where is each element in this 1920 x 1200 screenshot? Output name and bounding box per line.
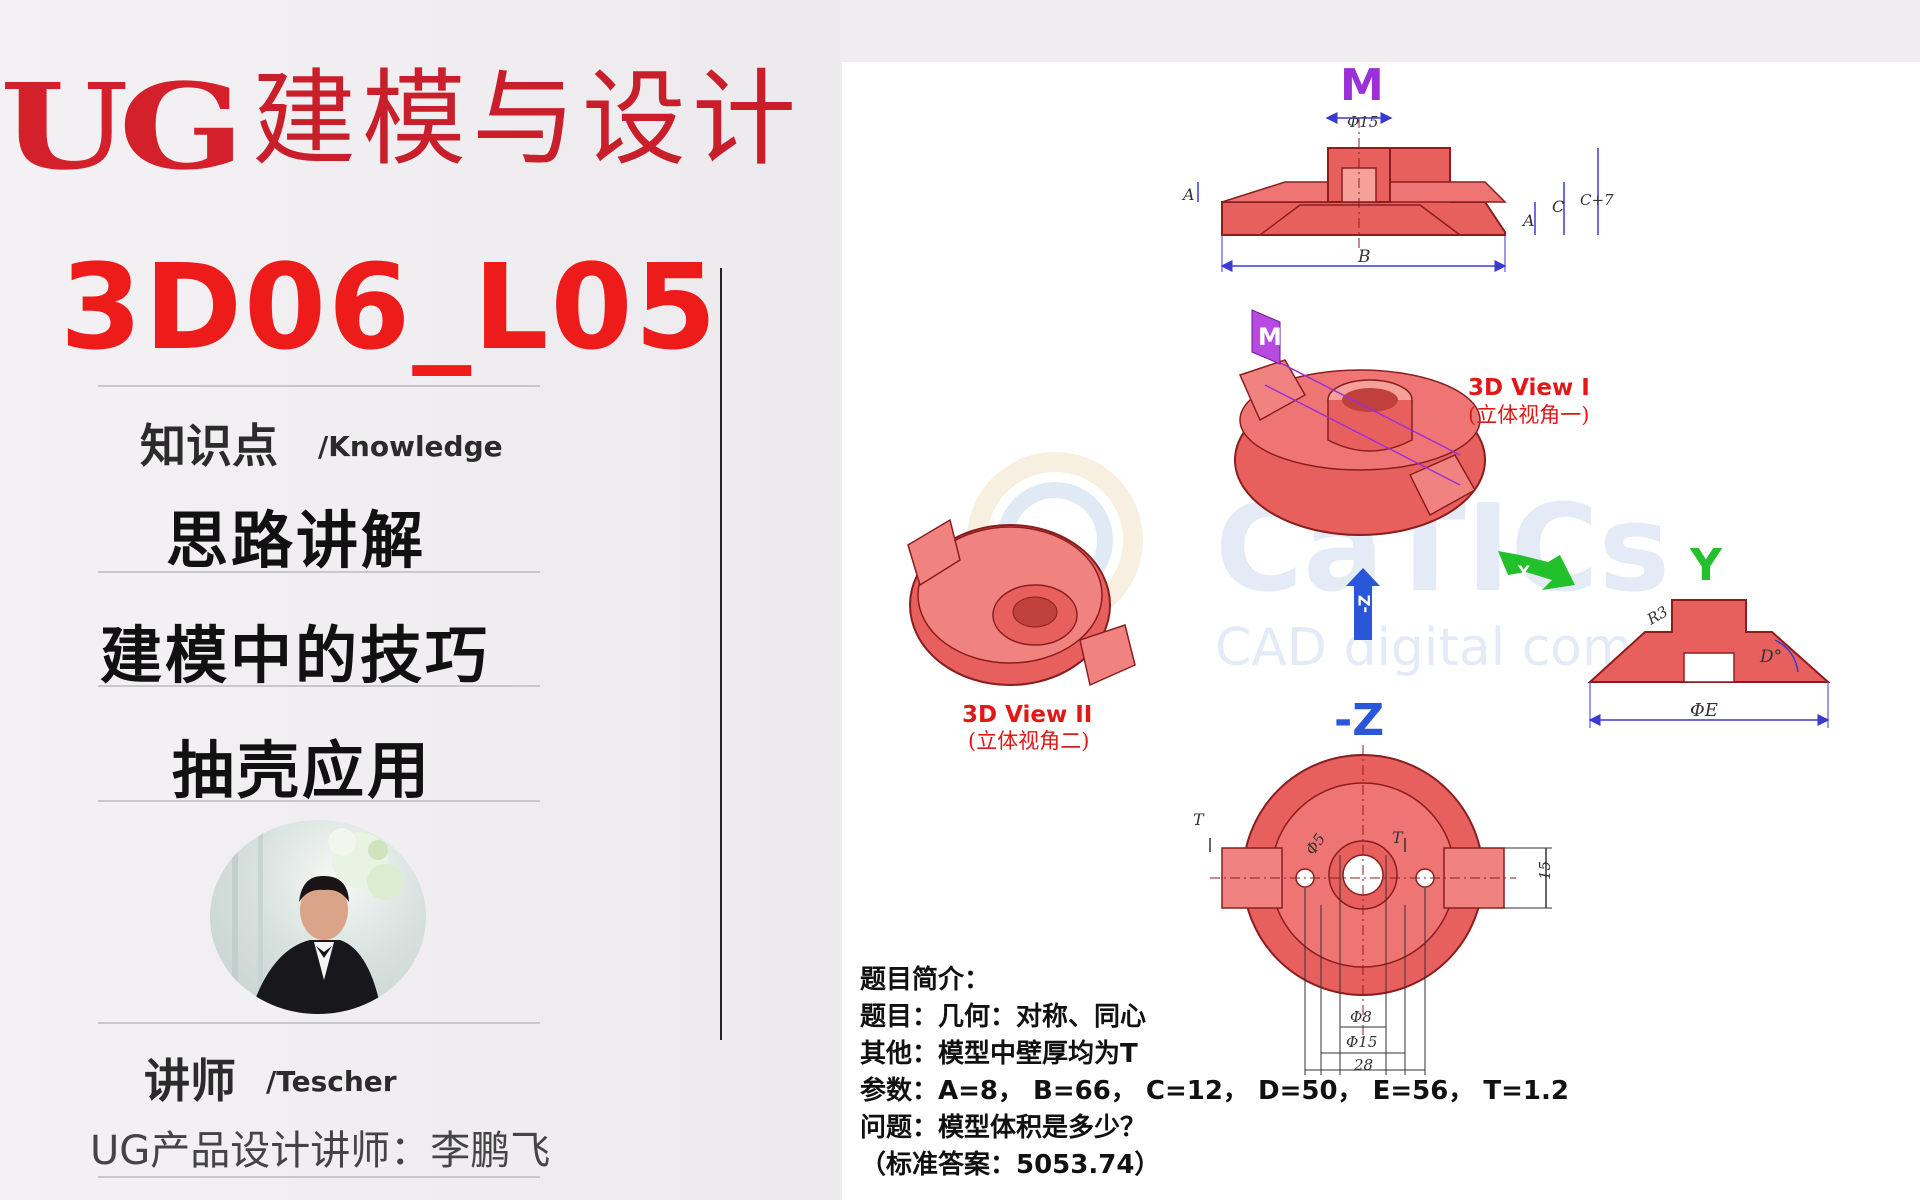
view-label-negz: -Z [1334,695,1384,746]
dim-t-left: T [1193,810,1205,829]
negz-arrow-label: -Z [1355,595,1374,613]
divider [98,685,540,687]
knowledge-label-en: /Knowledge [318,430,503,463]
y-arrow [1498,551,1575,590]
divider [98,385,540,387]
intro-answer: （标准答案：5053.74） [860,1150,1161,1180]
dim-15: 15 [1536,861,1554,880]
view3d-2-subtitle: (立体视角二) [968,729,1089,753]
view3d-1-m-flag: M [1258,323,1282,351]
y-arrow-label: Y [1517,562,1530,581]
divider [98,1022,540,1024]
lesson-code: 3D06_L05 [60,238,719,376]
intro-params: 参数：A=8， B=66， C=12， D=50， E=56， T=1.2 [860,1076,1569,1106]
view3d-1 [1234,309,1486,536]
dim-28: 28 [1353,1056,1373,1074]
divider [98,1176,540,1178]
knowledge-item-shell: 抽壳应用 [172,734,433,807]
teacher-label: 讲师 [144,1054,236,1108]
view3d-1-title: 3D View I [1468,375,1590,401]
intro-topic: 题目：几何：对称、同心 [860,1002,1147,1032]
section-view-y [1587,599,1831,728]
knowledge-item-modeling-tips: 建模中的技巧 [100,619,491,692]
dim-c: C [1552,197,1564,216]
dim-phi15-bottom: Φ15 [1346,1033,1377,1051]
teacher-avatar [210,820,426,1014]
section-view-m [1197,112,1599,272]
vertical-divider [720,268,722,1040]
bottom-view-negz [1209,745,1552,1075]
intro-other: 其他：模型中壁厚均为T [860,1039,1138,1069]
dim-phi8: Φ8 [1350,1008,1372,1026]
course-title: 建模与设计 [252,58,803,180]
negz-arrow [1346,568,1380,640]
dim-t-mid: T [1392,828,1404,847]
intro-question: 问题：模型体积是多少？ [860,1113,1147,1143]
dim-b: B [1357,247,1371,267]
teacher-label-en: /Tescher [266,1065,397,1098]
view3d-2-title: 3D View II [962,702,1092,728]
divider [98,571,540,573]
divider [98,800,540,802]
problem-intro: 题目简介： 题目：几何：对称、同心 其他：模型中壁厚均为T 参数：A=8， B=… [860,962,1569,1184]
view-label-y: Y [1689,540,1723,591]
ug-logo: UG [0,57,245,196]
view3d-2 [907,518,1136,687]
intro-heading: 题目简介： [860,965,991,995]
dim-a-right: A [1521,211,1535,230]
dim-c7: C+7 [1580,191,1614,209]
dim-a-left: A [1181,185,1195,204]
dim-phi15-top: Φ15 [1347,113,1378,131]
teacher-name: UG产品设计讲师：李鹏飞 [90,1128,551,1174]
dim-d-deg: D° [1759,647,1782,667]
left-panel: UG 建模与设计 3D06_L05 知识点 /Knowledge 思路讲解 建模… [0,0,840,1200]
knowledge-label: 知识点 [140,419,278,473]
view-label-m: M [1340,60,1384,111]
view3d-1-subtitle: (立体视角一) [1468,403,1589,427]
dim-phi-e: ΦE [1690,700,1718,721]
knowledge-item-approach: 思路讲解 [166,504,427,577]
